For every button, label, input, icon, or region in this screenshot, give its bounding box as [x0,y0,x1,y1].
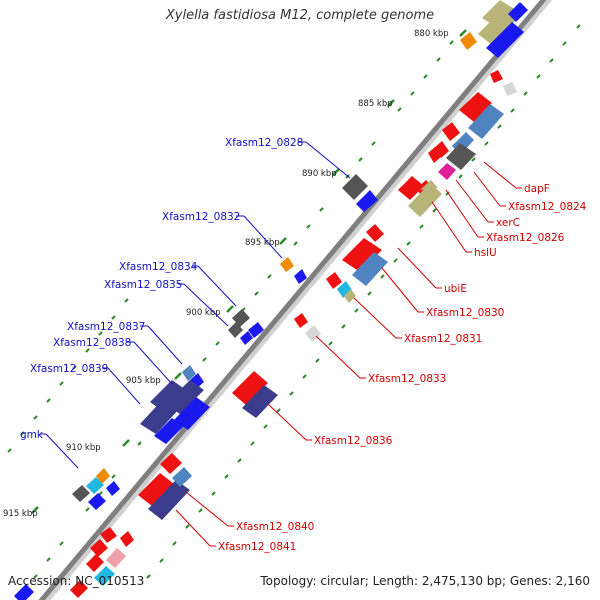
inner-ruler [7,40,454,596]
topology-summary: Topology: circular; Length: 2,475,130 bp… [260,574,590,588]
feature-block[interactable] [228,322,243,338]
feature-block[interactable] [342,238,382,272]
gene-label-xerC[interactable]: xerC [496,217,520,229]
feature-block[interactable] [90,539,108,557]
feature-block[interactable] [182,365,196,381]
genome-title: Xylella fastidiosa M12, complete genome [165,8,435,23]
feature-block[interactable] [240,331,253,345]
feature-block[interactable] [248,322,264,338]
feature-block[interactable] [88,493,106,510]
feature-block[interactable] [70,580,88,598]
tick-label-890: 890 kbp [302,169,337,179]
gene-label-Xfasm12_0826[interactable]: Xfasm12_0826 [486,232,565,244]
gene-label-Xfasm12_0841[interactable]: Xfasm12_0841 [218,541,296,553]
gene-label-Xfasm12_0839[interactable]: Xfasm12_0839 [30,363,108,375]
forward-features [14,0,528,600]
gene-label-ubiE[interactable]: ubiE [444,283,467,295]
feature-block[interactable] [486,22,524,58]
feature-block[interactable] [428,147,441,163]
tick-label-905: 905 kbp [126,376,161,386]
feature-block[interactable] [294,313,308,328]
feature-block[interactable] [120,531,134,547]
feature-block[interactable] [232,309,250,327]
feature-block[interactable] [446,143,476,170]
feature-block[interactable] [326,272,342,289]
feature-block[interactable] [174,397,210,430]
gene-label-hslU[interactable]: hslU [474,247,497,259]
gene-label-gmk[interactable]: gmk [20,429,44,441]
feature-block[interactable] [106,481,120,496]
feature-block[interactable] [96,468,110,484]
accession-text: Accession: NC_010513 [8,574,145,588]
feature-block[interactable] [398,176,424,200]
feature-block[interactable] [14,584,34,600]
gene-label-Xfasm12_0836[interactable]: Xfasm12_0836 [314,435,393,447]
feature-block[interactable] [280,257,294,272]
gene-label-dapF[interactable]: dapF [524,183,550,195]
feature-block[interactable] [166,380,204,414]
tick-label-910: 910 kbp [66,443,101,453]
feature-block[interactable] [434,141,449,158]
gene-label-Xfasm12_0830[interactable]: Xfasm12_0830 [426,307,504,319]
feature-block[interactable] [86,554,104,572]
feature-block[interactable] [138,473,174,506]
feature-block[interactable] [420,180,438,190]
feature-block[interactable] [294,269,307,284]
feature-block[interactable] [478,10,516,45]
feature-block[interactable] [86,477,104,494]
outer-ruler [146,24,581,579]
reverse-label-leaders [175,161,522,547]
feature-block[interactable] [408,183,442,217]
gene-label-Xfasm12_0835[interactable]: Xfasm12_0835 [104,279,182,291]
feature-block[interactable] [344,289,356,303]
feature-block[interactable] [160,453,182,474]
feature-block[interactable] [172,467,192,487]
feature-block[interactable] [468,104,504,139]
tick-label-880: 880 kbp [414,29,449,39]
feature-block[interactable] [352,252,388,286]
kbp-major-ticks [31,29,467,514]
gene-label-Xfasm12_0824[interactable]: Xfasm12_0824 [508,201,587,213]
reverse-features [70,70,517,598]
feature-block[interactable] [242,385,278,418]
gene-label-Xfasm12_0832[interactable]: Xfasm12_0832 [162,211,240,223]
tick-label-915: 915 kbp [3,509,38,519]
tick-label-895: 895 kbp [245,238,280,248]
gene-label-Xfasm12_0831[interactable]: Xfasm12_0831 [404,333,482,345]
feature-block[interactable] [366,224,384,242]
gene-label-Xfasm12_0833[interactable]: Xfasm12_0833 [368,373,446,385]
tick-label-900: 900 kbp [186,308,221,318]
gene-label-Xfasm12_0837[interactable]: Xfasm12_0837 [67,321,145,333]
gene-label-Xfasm12_0838[interactable]: Xfasm12_0838 [53,337,131,349]
feature-block[interactable] [94,566,115,586]
feature-block[interactable] [232,371,268,405]
tick-label-885: 885 kbp [358,99,393,109]
feature-block[interactable] [100,527,117,543]
feature-block[interactable] [459,92,492,122]
gene-label-Xfasm12_0828[interactable]: Xfasm12_0828 [225,137,303,149]
feature-block[interactable] [337,281,352,298]
feature-block[interactable] [508,2,528,22]
feature-block[interactable] [72,485,90,502]
feature-block[interactable] [342,174,368,200]
feature-block[interactable] [154,418,184,444]
gene-label-Xfasm12_0840[interactable]: Xfasm12_0840 [236,521,314,533]
feature-block[interactable] [148,480,190,520]
backbone [38,0,547,600]
feature-block[interactable] [438,163,456,180]
forward-label-leaders [40,141,351,469]
feature-block[interactable] [490,70,503,83]
feature-block[interactable] [106,548,126,568]
feature-block[interactable] [442,122,460,141]
feature-block[interactable] [305,325,321,342]
feature-block[interactable] [503,82,517,96]
feature-block[interactable] [460,32,477,50]
gene-label-Xfasm12_0834[interactable]: Xfasm12_0834 [119,261,198,273]
feature-block[interactable] [356,190,378,212]
